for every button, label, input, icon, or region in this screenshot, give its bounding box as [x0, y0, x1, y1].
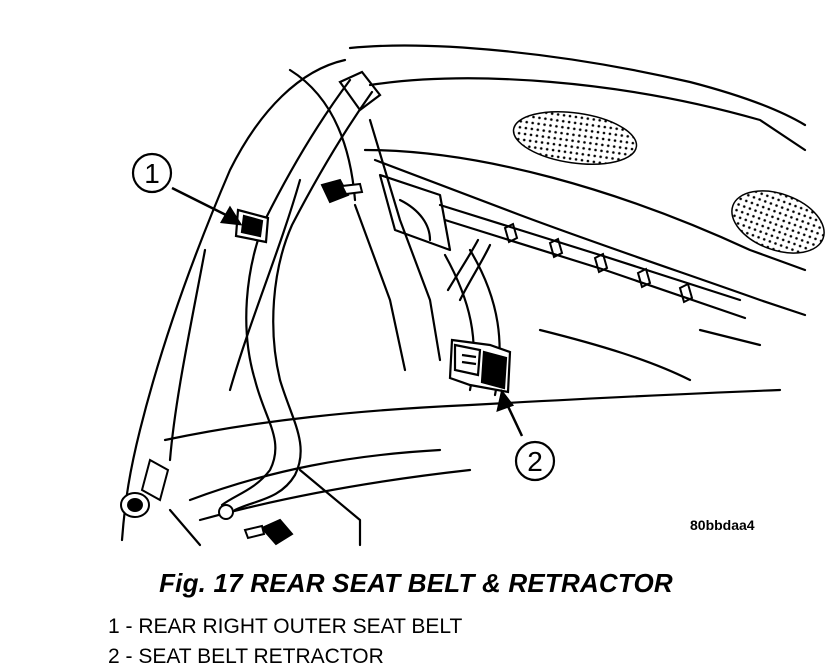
- callout-legend: 1 - REAR RIGHT OUTER SEAT BELT 2 - SEAT …: [108, 612, 462, 672]
- callout-2-number: 2: [527, 446, 543, 477]
- legend-item-2: 2 - SEAT BELT RETRACTOR: [108, 645, 384, 668]
- speaker-grille: [512, 111, 825, 254]
- seat-belt-retractor: [448, 338, 512, 394]
- trim-clips: [503, 222, 694, 304]
- callout-1: 1: [131, 152, 173, 194]
- callout-1-number: 1: [144, 158, 160, 189]
- seat-belt-webbing: [220, 70, 492, 512]
- callout-2: 2: [514, 440, 556, 482]
- d-ring-anchor: [234, 208, 270, 244]
- lower-anchor-bolt: [218, 504, 294, 546]
- floor-bracket: [120, 458, 170, 518]
- vehicle-interior-outline: [120, 44, 807, 547]
- legend-item-1: 1 - REAR RIGHT OUTER SEAT BELT: [108, 615, 463, 638]
- seat-belt-illustration: 1 2 80bbdaa4: [120, 44, 825, 547]
- figure-code: 80bbdaa4: [690, 517, 755, 533]
- callout-leaders: [171, 186, 524, 437]
- figure-caption: Fig. 17 REAR SEAT BELT & RETRACTOR: [159, 568, 673, 598]
- anchor-bolt: [320, 178, 364, 204]
